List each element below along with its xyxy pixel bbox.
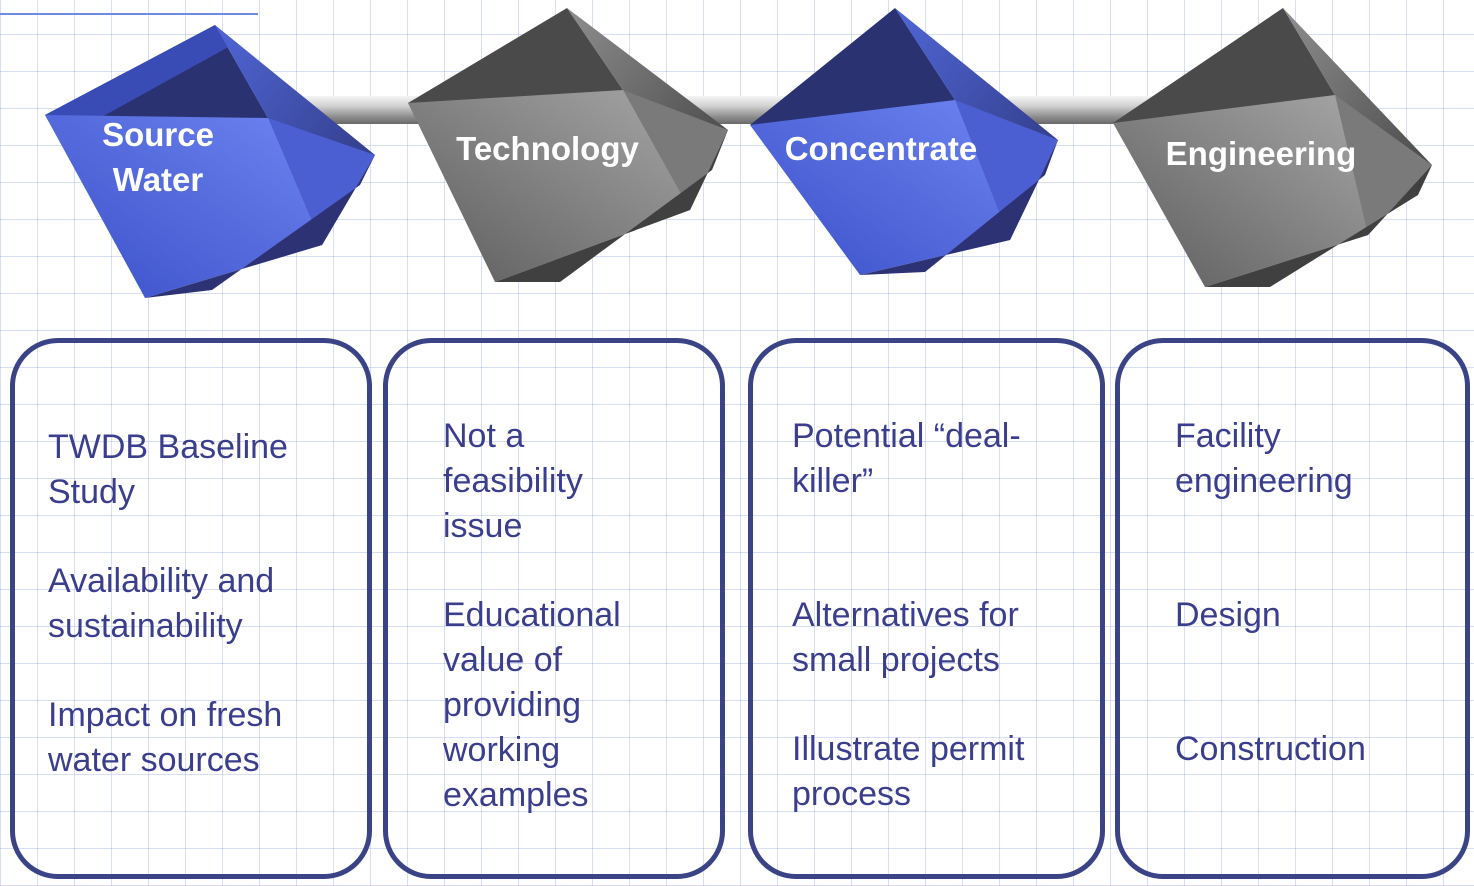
list-item: Alternatives for small projects	[792, 596, 1019, 679]
list-item: Potential “deal- killer”	[792, 417, 1021, 500]
list-item: Construction	[1175, 730, 1366, 768]
cube-technology	[408, 8, 728, 282]
process-chain-diagram	[45, 8, 1432, 298]
cube-concentrate	[750, 8, 1058, 275]
technology-box	[383, 338, 725, 879]
list-item: Impact on fresh water sources	[48, 696, 283, 779]
list-item: Illustrate permit process	[792, 730, 1025, 813]
list-item: TWDB Baseline Study	[48, 428, 288, 511]
source-water-box	[10, 338, 372, 879]
list-item: Not a feasibility issue	[443, 417, 583, 545]
engineering-box	[1115, 338, 1470, 879]
cube-label-engineering: Engineering	[1165, 135, 1357, 172]
cube-label-concentrate: Concentrate	[784, 130, 978, 167]
list-item: Availability and sustainability	[48, 562, 275, 645]
list-item: Educational value of providing working e…	[443, 596, 621, 814]
list-item: Design	[1175, 596, 1281, 634]
cube-label-technology: Technology	[456, 130, 639, 167]
list-item: Facility engineering	[1175, 417, 1353, 500]
cube-source-water	[45, 25, 375, 298]
concentrate-box	[748, 338, 1105, 879]
cube-engineering	[1113, 8, 1432, 287]
cube-label-source-water: Source Water	[102, 116, 214, 198]
top-accent-line	[0, 13, 258, 15]
